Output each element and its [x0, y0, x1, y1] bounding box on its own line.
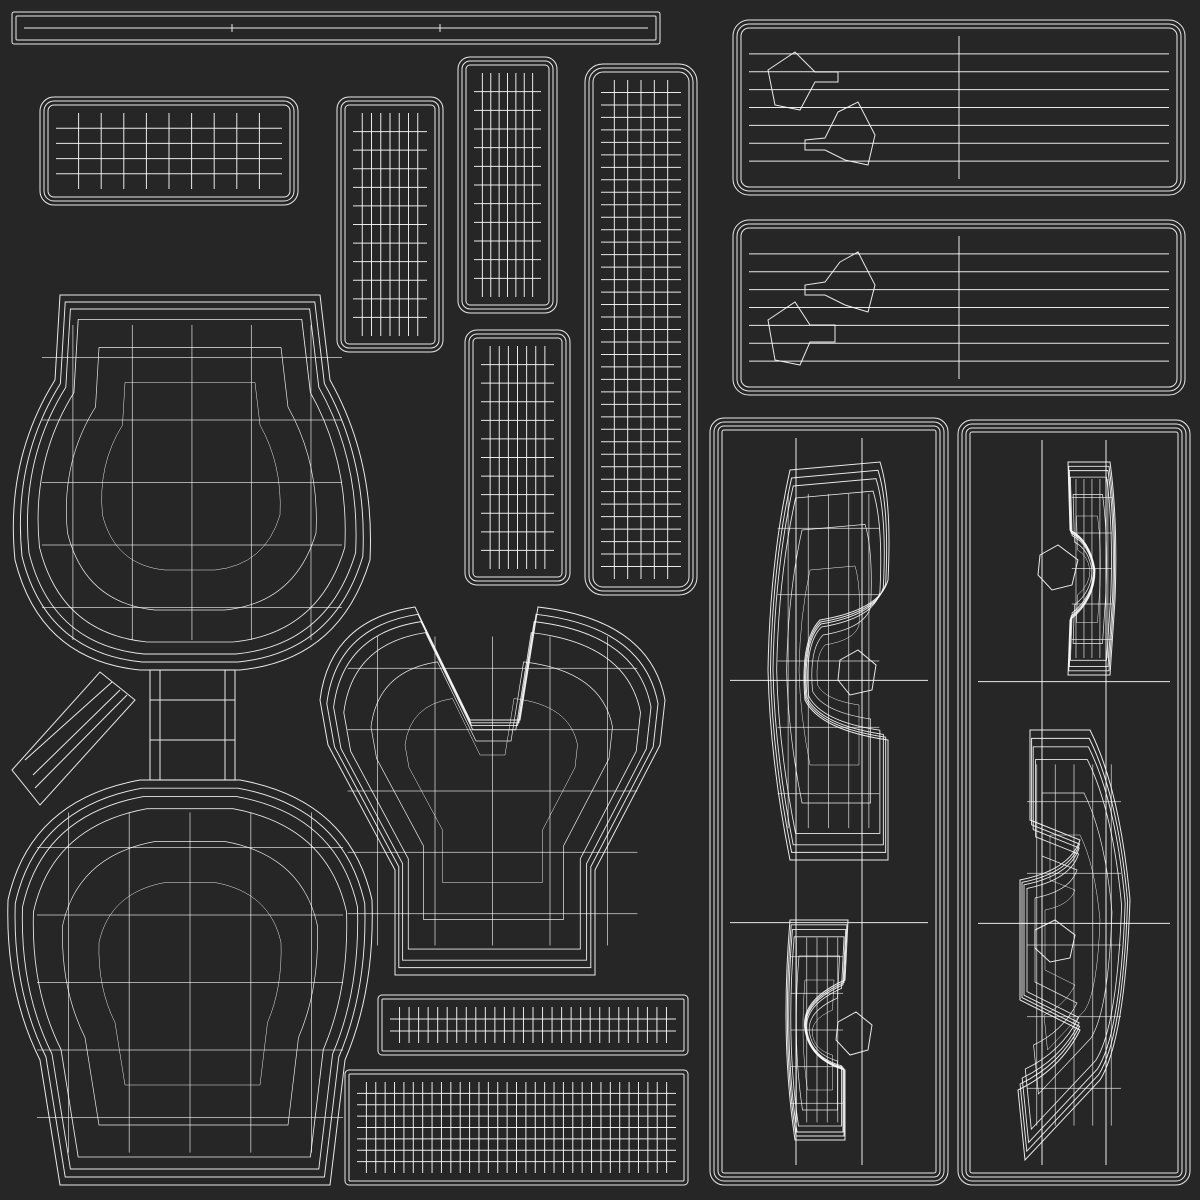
uv-island-handle-2 — [785, 919, 849, 1141]
island-border — [348, 1073, 685, 1182]
island-edge-loop — [1043, 834, 1101, 1051]
uv-island-bar-upper — [377, 994, 689, 1056]
island-border — [465, 64, 550, 306]
island-border — [39, 96, 299, 206]
island-edge-loop — [98, 882, 282, 1086]
island-border — [344, 1069, 689, 1186]
island-edge-loop — [788, 929, 847, 1133]
uv-island-vase-upper — [12, 294, 371, 671]
island-border — [969, 431, 1179, 1174]
uv-island-box-top — [732, 19, 1186, 196]
uv-island-bar-lower — [344, 1069, 689, 1186]
island-border — [740, 27, 1178, 188]
island-border — [43, 100, 295, 202]
island-edge-loop — [798, 565, 860, 766]
island-edge-loop — [790, 936, 845, 1127]
island-border — [344, 104, 436, 345]
island-edge-loop — [370, 661, 613, 920]
island-edge-loop — [37, 319, 346, 643]
island-edge-loop — [27, 308, 357, 655]
uv-island-handle-1 — [767, 461, 890, 861]
island-border — [592, 71, 690, 588]
island-border — [381, 998, 685, 1052]
island-border — [740, 227, 1178, 388]
island-edge-loop — [333, 621, 652, 961]
island-edge-loop — [776, 490, 882, 834]
island-edge-loop — [343, 632, 641, 950]
island-border — [732, 19, 1186, 196]
island-edge-loop — [404, 698, 578, 883]
island-border — [340, 100, 440, 349]
island-edge-loop — [21, 795, 359, 1170]
island-border — [464, 329, 571, 586]
island-border — [965, 427, 1183, 1178]
island-edge-loop — [1072, 494, 1107, 644]
island-edge-loop — [65, 347, 317, 611]
island-border — [709, 417, 949, 1186]
island-border — [736, 23, 1182, 192]
island-edge-loop — [62, 841, 318, 1126]
island-edge-loop — [772, 478, 885, 846]
island-border — [736, 223, 1182, 392]
uv-island-strap — [11, 671, 136, 806]
island-border — [472, 337, 563, 578]
island-border — [15, 15, 657, 41]
island-border — [47, 104, 291, 198]
island-border — [11, 11, 661, 45]
uv-island-handle-4 — [1017, 729, 1131, 1162]
island-edge-loop — [326, 613, 659, 969]
island-border — [717, 425, 941, 1178]
island-border — [588, 67, 694, 592]
island-edge-loop — [14, 787, 366, 1178]
island-border — [732, 219, 1186, 396]
island-border — [468, 333, 567, 582]
island-border — [957, 419, 1191, 1186]
island-edge-loop — [32, 808, 348, 1158]
island-border — [457, 56, 558, 314]
island-edge-loop — [769, 469, 888, 853]
island-border — [713, 421, 945, 1182]
island-border — [377, 994, 689, 1056]
island-border — [721, 429, 937, 1174]
island-edge-loop — [802, 979, 835, 1091]
island-edge-loop — [1021, 746, 1126, 1144]
island-edge-loop — [786, 924, 848, 1137]
uv-island-shield — [319, 606, 666, 976]
island-edge-loop — [19, 301, 364, 663]
uv-island-vase-lower — [7, 779, 373, 1186]
uv-island-tall-right — [957, 419, 1191, 1186]
island-edge-loop — [1019, 737, 1129, 1153]
uv-island-handle-3 — [1067, 461, 1117, 676]
island-border — [461, 60, 554, 310]
uv-island-long-column — [584, 63, 698, 596]
island-border — [961, 423, 1187, 1182]
uv-island-panel-a — [336, 96, 444, 353]
uv-island-panel-c — [464, 329, 571, 586]
uv-island-panel-b — [457, 56, 558, 314]
uv-island-knob-cluster — [767, 51, 1079, 1056]
uv-island-pillow — [39, 96, 299, 206]
island-edge-loop — [1024, 758, 1123, 1131]
uv-island-top-strip — [11, 11, 661, 45]
island-border — [336, 96, 444, 353]
island-border — [584, 63, 698, 596]
